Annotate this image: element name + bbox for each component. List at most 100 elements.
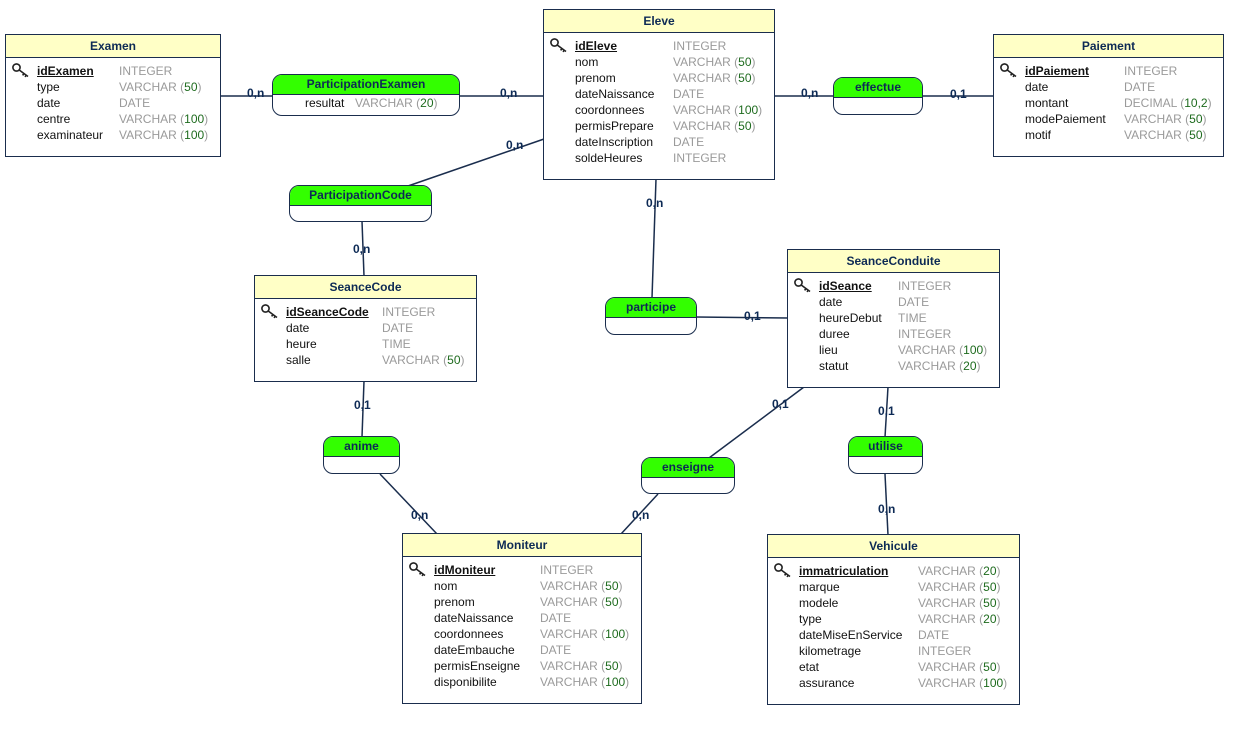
entity-title: Moniteur [403, 534, 641, 557]
field-type: VARCHAR (100) [540, 627, 630, 641]
field-name: permisEnseigne [434, 659, 521, 673]
field-name: marque [799, 580, 840, 594]
link-seancecode-anime [361, 380, 365, 438]
cardinality-seancecode-participationcode: 0,n [353, 242, 371, 256]
field-type: INTEGER [673, 151, 727, 165]
link-participe-seanceconduite [695, 316, 789, 319]
field-name: permisPrepare [575, 119, 654, 133]
field-name: salle [286, 353, 311, 367]
association-enseigne[interactable]: enseigne [641, 457, 735, 494]
field-type: DATE [119, 96, 151, 110]
field-name: centre [37, 112, 71, 126]
field-name: lieu [819, 343, 838, 357]
field-type: TIME [898, 311, 927, 325]
entity-title: SeanceCode [255, 276, 476, 299]
field-name: type [37, 80, 60, 94]
association-name: participe [606, 298, 696, 318]
association-utilise[interactable]: utilise [848, 436, 923, 474]
link-seanceconduite-utilise [884, 386, 889, 438]
field-type: VARCHAR (50) [119, 80, 202, 94]
field-name: soldeHeures [575, 151, 643, 165]
association-participe[interactable]: participe [605, 297, 697, 335]
cardinality-eleve-effectue: 0,n [801, 86, 819, 100]
association-anime[interactable]: anime [323, 436, 400, 474]
field-name: modePaiement [1025, 112, 1106, 126]
association-name: ParticipationCode [290, 186, 431, 206]
field-name: prenom [575, 71, 616, 85]
field-type: VARCHAR (50) [673, 119, 756, 133]
key-icon [408, 561, 428, 577]
key-icon [11, 62, 31, 78]
field-name: coordonnees [434, 627, 504, 641]
field-name: dateNaissance [434, 611, 514, 625]
association-participationcode[interactable]: ParticipationCode [289, 185, 432, 222]
cardinality-examen-participationexamen: 0,n [247, 86, 265, 100]
association-effectue[interactable]: effectue [833, 77, 923, 115]
link-enseigne-moniteur [620, 493, 659, 535]
field-type: VARCHAR (100) [119, 128, 209, 142]
attribute-name: resultat [305, 96, 345, 110]
key-icon [773, 562, 793, 578]
field-type: DATE [540, 643, 572, 657]
cardinality-seanceconduite-enseigne: 0,1 [772, 397, 789, 411]
field-type: DECIMAL (10,2) [1124, 96, 1212, 110]
field-type: VARCHAR (20) [918, 564, 1001, 578]
field-name: date [286, 321, 310, 335]
association-name: utilise [849, 437, 922, 457]
field-type: VARCHAR (50) [1124, 112, 1207, 126]
association-participationexamen[interactable]: ParticipationExamen resultat VARCHAR (20… [272, 74, 460, 116]
field-type: DATE [673, 135, 705, 149]
field-name: idSeance [819, 279, 872, 293]
field-name: examinateur [37, 128, 104, 142]
field-type: INTEGER [540, 563, 594, 577]
field-type: INTEGER [918, 644, 972, 658]
field-name: date [37, 96, 61, 110]
field-name: disponibilite [434, 675, 497, 689]
field-row: examinateur VARCHAR (100) [6, 127, 220, 143]
association-name: enseigne [642, 458, 734, 478]
key-icon [260, 303, 280, 319]
entity-title: Examen [6, 35, 220, 58]
field-row: soldeHeures INTEGER [544, 150, 774, 166]
entity-title: SeanceConduite [788, 250, 999, 273]
field-name: duree [819, 327, 850, 341]
attribute-type: VARCHAR (20) [355, 96, 438, 110]
field-type: VARCHAR (50) [918, 660, 1001, 674]
field-name: nom [575, 55, 599, 69]
field-name: coordonnees [575, 103, 645, 117]
key-icon [549, 37, 569, 53]
field-type: VARCHAR (50) [673, 71, 756, 85]
field-type: INTEGER [382, 305, 436, 319]
field-name: modele [799, 596, 839, 610]
field-type: INTEGER [898, 279, 952, 293]
link-anime-moniteur [379, 473, 438, 535]
field-type: VARCHAR (20) [918, 612, 1001, 626]
field-type: VARCHAR (50) [540, 659, 623, 673]
